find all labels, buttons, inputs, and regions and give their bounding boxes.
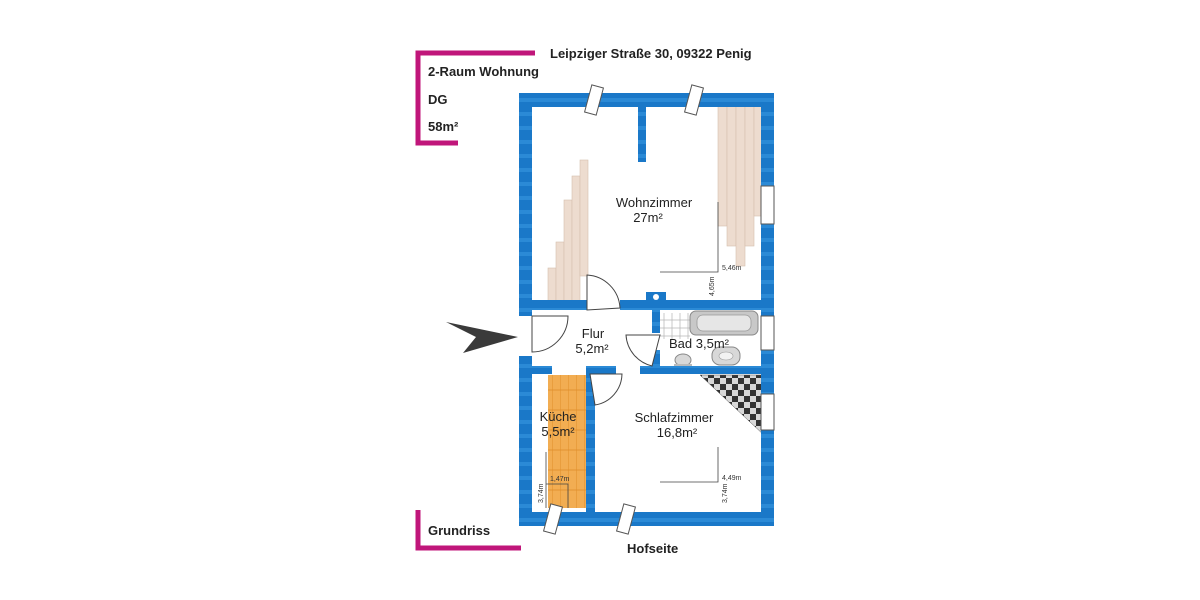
hofseite-label: Hofseite — [627, 541, 678, 556]
grundriss-label: Grundriss — [428, 523, 490, 538]
wohnzimmer-name: Wohnzimmer — [616, 195, 693, 210]
wohnzimmer-area: 27m² — [633, 210, 663, 225]
flur-area: 5,2m² — [575, 341, 609, 356]
windows — [542, 84, 775, 535]
bedroom-tile-area — [699, 374, 767, 438]
schlafzimmer-dim-height: 3,74m — [722, 483, 729, 503]
apartment-type: 2-Raum Wohnung — [428, 64, 539, 79]
doors — [531, 274, 661, 406]
dimension-lines — [545, 202, 719, 508]
kueche-dim-height: 3,74m — [538, 483, 545, 503]
kueche-area: 5,5m² — [541, 424, 575, 439]
schlafzimmer-area: 16,8m² — [657, 425, 698, 440]
address-text: Leipziger Straße 30, 09322 Penig — [550, 46, 752, 61]
footer-bracket — [415, 510, 521, 551]
schlafzimmer-dim-width: 4,49m — [722, 475, 742, 482]
bad-label: Bad 3,5m² — [669, 336, 730, 351]
chimney-opening — [653, 294, 659, 300]
wohnzimmer-parquet — [547, 105, 764, 303]
floor-level: DG — [428, 92, 448, 107]
total-area: 58m² — [428, 119, 459, 134]
wohnzimmer-dim-width: 5,46m — [722, 265, 742, 272]
entrance-arrow-icon — [446, 322, 518, 353]
header-bracket — [415, 50, 535, 146]
schlafzimmer-name: Schlafzimmer — [635, 410, 714, 425]
wohnzimmer-dim-height: 4,65m — [709, 276, 716, 296]
kueche-name: Küche — [540, 409, 577, 424]
flur-name: Flur — [582, 326, 605, 341]
bathroom-fixtures — [660, 310, 759, 368]
kueche-dim-width: 1,47m — [550, 476, 570, 483]
